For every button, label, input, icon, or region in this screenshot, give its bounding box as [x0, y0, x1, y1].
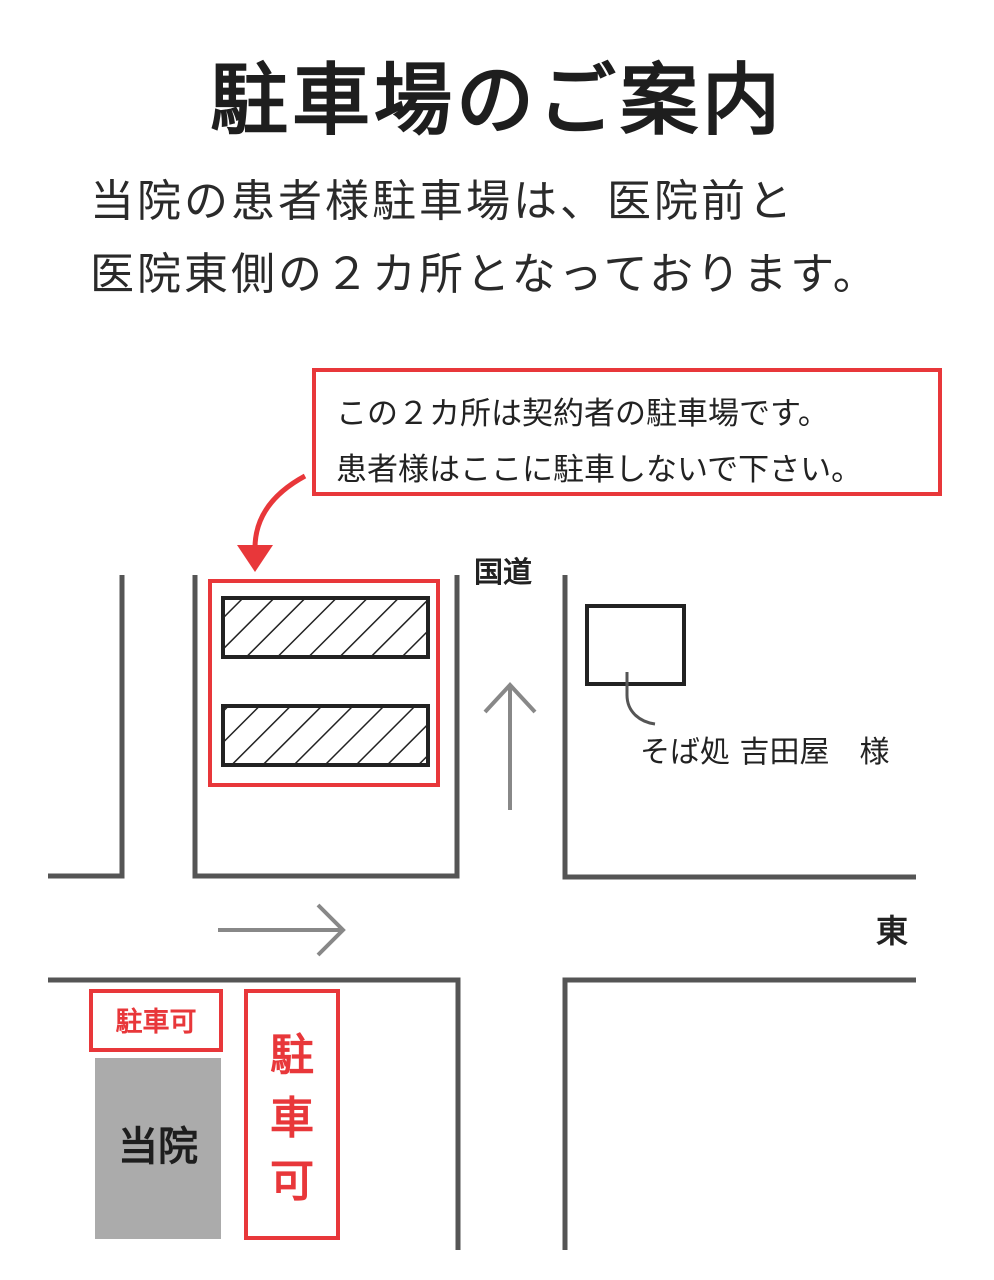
clinic-label: 当院 [118, 1124, 198, 1170]
parking-ok-vertical-char-3: 可 [270, 1156, 314, 1207]
roads [48, 575, 916, 1250]
national-road-label: 国道 [474, 555, 532, 589]
contract-parking-space-2 [221, 704, 430, 767]
notice-line-2: 患者様はここに駐車しないで下さい。 [336, 452, 863, 488]
right-arrow-icon [218, 903, 346, 957]
contract-parking-space-1 [221, 596, 430, 659]
landmark-leader-line [625, 672, 656, 726]
clinic-building [95, 1058, 221, 1239]
parking-ok-small-box [89, 989, 223, 1052]
parking-ok-small-label: 駐車可 [116, 1007, 197, 1038]
east-label: 東 [876, 912, 908, 950]
notice-line-1: この２カ所は契約者の駐車場です。 [336, 396, 829, 432]
landmark-label: そば処 吉田屋 様 [640, 735, 890, 770]
contract-parking-highlight [208, 579, 440, 787]
callout-arrow [252, 473, 307, 549]
notice-box: この２カ所は契約者の駐車場です。 患者様はここに駐車しないで下さい。 [312, 368, 942, 496]
page-title: 駐車場のご案内 [209, 56, 784, 146]
intro-line-1: 当院の患者様駐車場は、医院前と [90, 176, 795, 227]
parking-ok-vertical-box [244, 989, 340, 1240]
up-arrow-icon [483, 682, 537, 810]
callout-arrowhead-icon [237, 545, 273, 572]
parking-ok-vertical-char-1: 駐 [270, 1030, 314, 1081]
parking-ok-vertical-char-2: 車 [270, 1093, 314, 1144]
landmark-building [585, 604, 686, 686]
intro-line-2: 医院東側の２カ所となっております。 [90, 249, 880, 300]
